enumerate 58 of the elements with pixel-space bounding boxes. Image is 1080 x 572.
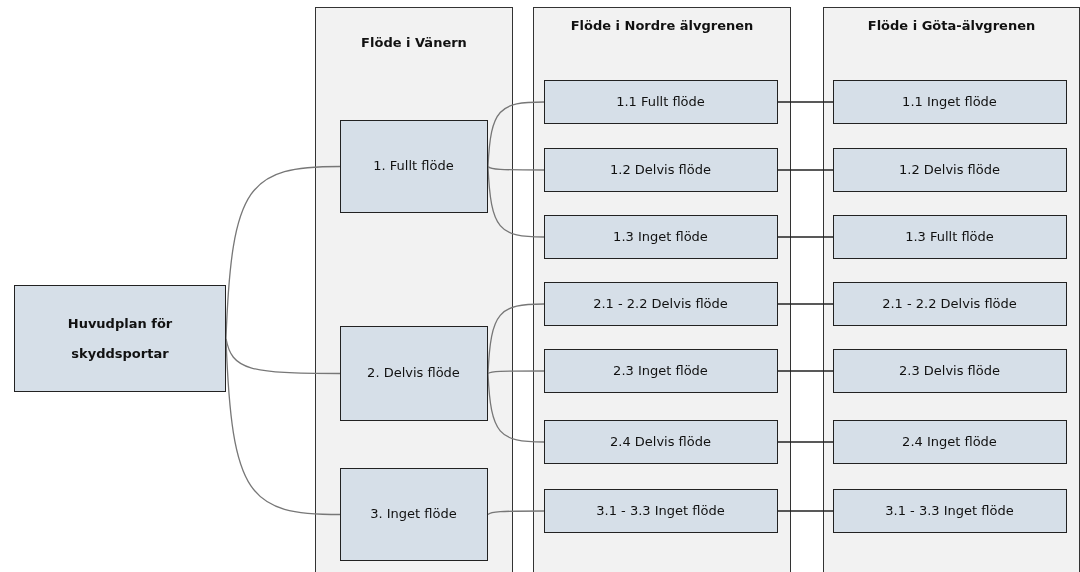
connector-line — [487, 165, 545, 238]
column-heading: Flöde i Göta-älvgrenen — [866, 17, 1037, 35]
box-label: 1.2 Delvis flöde — [899, 160, 1000, 179]
connector-line — [487, 372, 545, 443]
box-label: 1.1 Inget flöde — [902, 92, 997, 111]
connector-line — [777, 510, 834, 512]
connector-line — [225, 165, 341, 340]
box-label: 1.3 Fullt flöde — [905, 227, 994, 246]
connector-line — [777, 101, 834, 103]
box-label: 2.4 Inget flöde — [902, 432, 997, 451]
process-box — [832, 348, 1067, 393]
process-box — [832, 488, 1067, 533]
process-box — [832, 79, 1067, 124]
box-label: Huvudplan för skyddsportar — [66, 314, 174, 363]
process-box — [832, 214, 1067, 259]
box-label: 1.1 Fullt flöde — [616, 92, 705, 111]
box-label: 2.1 - 2.2 Delvis flöde — [882, 294, 1017, 313]
process-box — [543, 488, 778, 533]
column-heading: Flöde i Nordre älvgrenen — [569, 17, 755, 35]
connector-line — [487, 165, 545, 171]
connector-line — [777, 303, 834, 305]
box-label: 1. Fullt flöde — [373, 157, 454, 175]
connector-line — [487, 101, 545, 168]
process-box — [543, 147, 778, 192]
box-label: 2.4 Delvis flöde — [610, 432, 711, 451]
connector-line — [225, 337, 341, 516]
box-label: 2.3 Delvis flöde — [899, 361, 1000, 380]
process-box — [543, 214, 778, 259]
column-panel — [315, 7, 513, 572]
connector-line — [777, 441, 834, 443]
process-box — [543, 281, 778, 326]
connector-line — [777, 169, 834, 171]
column-heading: Flöde i Vänern — [360, 34, 468, 52]
column-panel — [823, 7, 1080, 572]
process-box — [339, 325, 488, 421]
box-label: 1.3 Inget flöde — [613, 227, 708, 246]
connector-line — [487, 510, 545, 516]
connector-line — [487, 303, 545, 375]
box-label: 3. Inget flöde — [370, 505, 457, 523]
connector-line — [487, 370, 545, 375]
process-box — [832, 147, 1067, 192]
box-label: 3.1 - 3.3 Inget flöde — [885, 501, 1014, 520]
process-box — [543, 79, 778, 124]
process-box — [339, 119, 488, 213]
box-label: 1.2 Delvis flöde — [610, 160, 711, 179]
process-box — [543, 348, 778, 393]
process-box — [832, 281, 1067, 326]
box-label: 2.3 Inget flöde — [613, 361, 708, 380]
column-panel — [533, 7, 791, 572]
box-label: 2.1 - 2.2 Delvis flöde — [593, 294, 728, 313]
process-box — [543, 419, 778, 464]
connector-line — [777, 370, 834, 372]
process-box — [14, 285, 226, 392]
process-box — [339, 467, 488, 561]
box-label: 2. Delvis flöde — [367, 364, 460, 382]
process-box — [832, 419, 1067, 464]
box-label: 3.1 - 3.3 Inget flöde — [596, 501, 725, 520]
connector-line — [777, 236, 834, 238]
